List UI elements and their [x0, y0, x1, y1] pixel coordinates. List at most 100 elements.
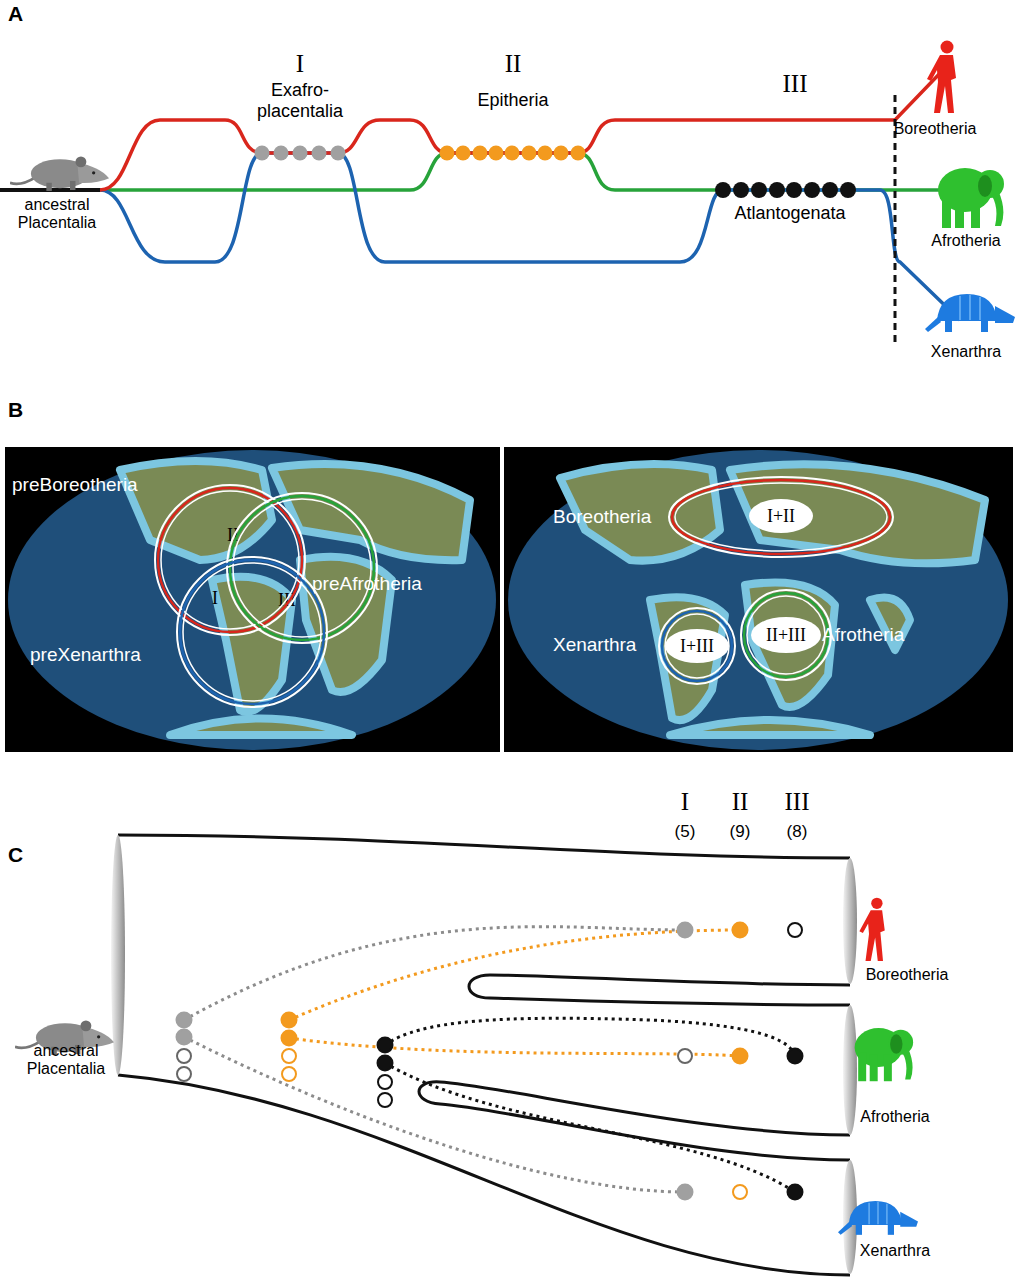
- paleomap-right: [670, 720, 870, 735]
- panel-c-animals: [15, 898, 918, 1235]
- paleomap-right: [560, 464, 985, 735]
- paleomap-left: [120, 461, 470, 735]
- tube-openings: [111, 835, 857, 1274]
- panel-a-lineages: [0, 68, 1000, 345]
- gray-dots: [274, 146, 289, 161]
- panel-a-lineages: [100, 68, 945, 190]
- orange-dots: [440, 146, 586, 161]
- text-label: Boreotheria: [880, 120, 990, 138]
- text-label: Xenarthra: [911, 343, 1018, 361]
- panel-a-animals: [10, 41, 1015, 333]
- panel-a-animals: [10, 156, 109, 191]
- text-label: (9): [715, 822, 765, 842]
- node-outline: [227, 493, 377, 643]
- black-dots: [804, 182, 820, 198]
- text-label: (8): [772, 822, 822, 842]
- gray-dots: [255, 146, 270, 161]
- character-dots: [788, 1049, 803, 1064]
- paleomap-right: [745, 583, 835, 708]
- panel-c-animals: [855, 1028, 913, 1081]
- black-dots: [769, 182, 785, 198]
- character-set-ellipse: I+III: [665, 629, 729, 663]
- lineage-area: preXenarthra: [177, 557, 327, 707]
- character-dots: [378, 1056, 393, 1071]
- outline-ellipse: [675, 483, 887, 551]
- character-dots: [177, 1013, 192, 1028]
- outline-ellipse: [233, 499, 371, 637]
- character-dots: [378, 1075, 392, 1089]
- text-label: Afrotheria: [840, 1108, 950, 1126]
- character-dots: [177, 1067, 191, 1081]
- outline-ellipse: [662, 611, 732, 681]
- black-dots: [715, 182, 731, 198]
- node-outline: [177, 557, 327, 707]
- outline-ellipse: [741, 590, 831, 680]
- outline-ellipse: [230, 496, 374, 640]
- orange-dots: [440, 146, 455, 161]
- set-label: II+III: [751, 617, 821, 653]
- text-label: C: [8, 843, 23, 867]
- paleomap-right: [508, 450, 1008, 750]
- outline-ellipse: [177, 557, 327, 707]
- panel-a-animals: [927, 41, 956, 114]
- character-dots: [788, 1185, 803, 1200]
- character-dots: [678, 923, 693, 938]
- character-paths: [385, 1018, 795, 1056]
- orange-dots: [473, 146, 488, 161]
- lineage-area: preAfrotheria: [227, 493, 377, 643]
- character-paths: [289, 1038, 740, 1056]
- paleomap-left: [8, 450, 496, 750]
- paleomap-left: [5, 447, 500, 752]
- character-dots: [282, 1067, 296, 1081]
- outline-ellipse: [183, 563, 321, 701]
- character-dots: [177, 1049, 191, 1063]
- area-name: preAfrotheria: [312, 573, 422, 595]
- black-dots: [733, 182, 749, 198]
- outline-ellipse: [744, 593, 828, 677]
- text-label: Boreotheria: [852, 966, 962, 984]
- area-name: preBoreotheria: [12, 474, 138, 496]
- paleomap-left: [170, 719, 352, 736]
- outline-ellipse: [665, 629, 729, 663]
- panel-c-tree: [118, 835, 850, 1275]
- character-dots: [378, 1093, 392, 1107]
- gray-dots: [312, 146, 327, 161]
- orange-dots: [456, 146, 471, 161]
- text-label: Xenarthra: [840, 1242, 950, 1260]
- set-label: I+III: [665, 629, 729, 663]
- text-label: A: [8, 2, 23, 26]
- character-paths: [385, 1063, 795, 1192]
- outline-ellipse: [659, 608, 735, 684]
- lineage-area: BoreotheriaI+II: [669, 477, 893, 557]
- character-dots: [282, 1031, 297, 1046]
- panel-c-tree: [118, 1075, 850, 1275]
- character-set-ellipse: I+II: [749, 499, 813, 533]
- text-label: ancestral Placentalia: [16, 1042, 116, 1079]
- character-dots: [678, 1049, 692, 1063]
- text-label: Exafro- placentalia: [245, 80, 355, 121]
- paleomap-right: [504, 447, 1013, 752]
- character-dots: [177, 1030, 192, 1045]
- outline-ellipse: [227, 493, 377, 643]
- character-dots: [733, 1049, 748, 1064]
- paleomap-left: [120, 461, 272, 560]
- area-name: Boreotheria: [553, 506, 651, 528]
- outline-ellipse: [747, 596, 825, 674]
- area-name: Afrotheria: [822, 624, 904, 646]
- tube-openings: [843, 1005, 857, 1135]
- panel-c-tree: [419, 1082, 850, 1160]
- panel-c-tree: [469, 975, 850, 1005]
- orange-dots: [554, 146, 569, 161]
- panel-a-lineages: [100, 153, 960, 320]
- gray-dots: [331, 146, 346, 161]
- tube-openings: [843, 858, 857, 984]
- text-label: I: [200, 588, 230, 609]
- orange-dots: [538, 146, 553, 161]
- black-dots: [822, 182, 838, 198]
- character-paths: [289, 930, 740, 1020]
- character-set-ellipse: II+III: [751, 617, 821, 653]
- area-name: preXenarthra: [30, 644, 141, 666]
- outline-ellipse: [669, 477, 893, 557]
- panel-c-animals: [838, 1201, 918, 1235]
- text-label: (5): [660, 822, 710, 842]
